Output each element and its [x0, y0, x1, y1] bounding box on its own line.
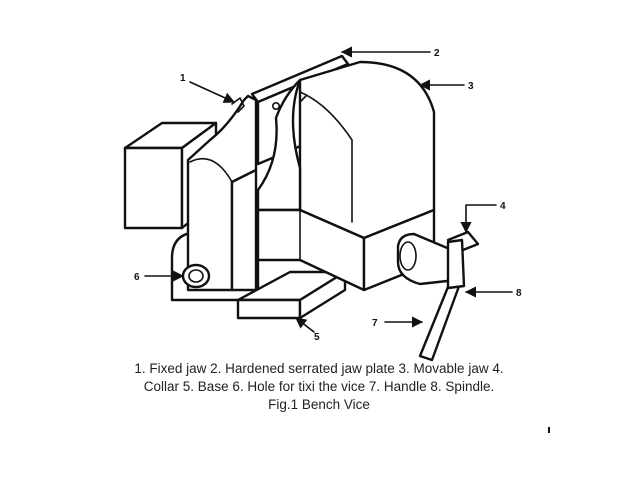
svg-text:4: 4 [500, 201, 506, 212]
callout-1: 1 [180, 73, 236, 103]
callout-5: 5 [295, 317, 320, 343]
callout-4: 4 [460, 201, 506, 234]
svg-text:3: 3 [468, 81, 474, 92]
svg-text:5: 5 [314, 332, 320, 343]
stray-mark [548, 427, 550, 433]
svg-text:1: 1 [180, 73, 186, 84]
handle [418, 238, 466, 362]
callout-7: 7 [372, 316, 424, 329]
caption-legend-line-1: 1. Fixed jaw 2. Hardened serrated jaw pl… [134, 361, 504, 376]
movable-jaw [256, 60, 436, 240]
fixed-jaw [186, 94, 258, 292]
mounting-hole [181, 263, 211, 289]
callout-2: 2 [340, 46, 440, 59]
svg-text:8: 8 [516, 288, 522, 299]
svg-text:2: 2 [434, 48, 440, 59]
callout-6: 6 [134, 270, 185, 283]
callout-8: 8 [464, 286, 522, 299]
figure-title: Fig.1 Bench Vice [268, 397, 370, 412]
svg-text:6: 6 [134, 272, 140, 283]
caption-legend-line-2: Collar 5. Base 6. Hole for tixi the vice… [143, 379, 495, 394]
callout-3: 3 [418, 79, 474, 92]
svg-text:7: 7 [372, 318, 378, 329]
